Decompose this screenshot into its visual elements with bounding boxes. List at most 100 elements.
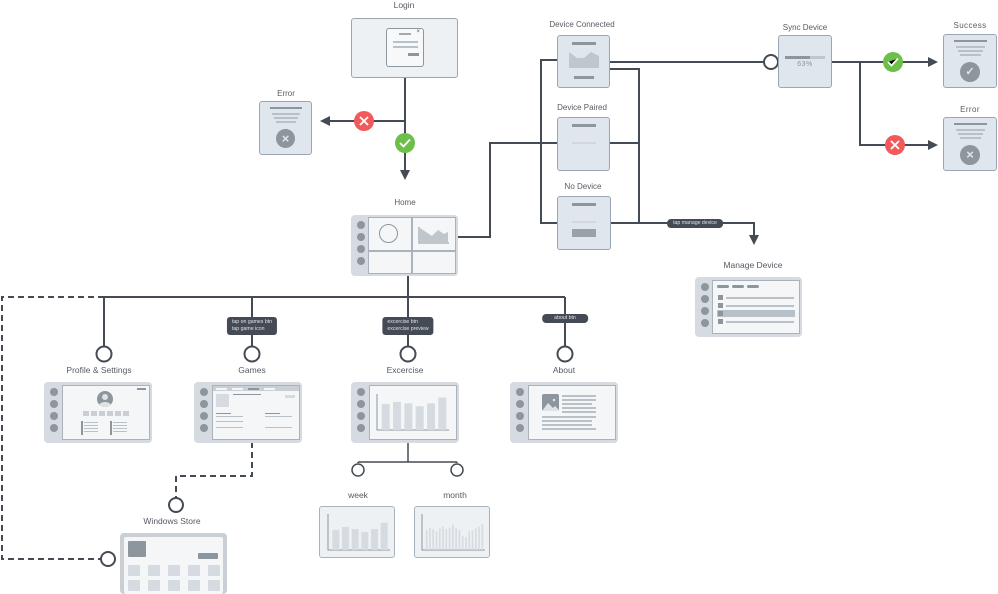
store-app-tile[interactable] (188, 565, 200, 576)
month-bar (471, 530, 474, 550)
month-axis (421, 514, 485, 551)
home-screen[interactable] (351, 215, 458, 276)
month-endpoint (450, 463, 464, 477)
x-icon (885, 135, 905, 155)
trigger-about: about btn (542, 314, 588, 323)
device-image-icon (569, 52, 599, 68)
week-bar (351, 529, 359, 550)
exercise-bar (393, 401, 401, 430)
no-device-screen[interactable] (557, 196, 611, 250)
month-bar (445, 529, 448, 550)
week-bar (361, 532, 369, 550)
no-device-label: No Device (564, 182, 602, 191)
device-connected-label: Device Connected (549, 20, 615, 29)
close-icon: × (416, 29, 420, 35)
about-screen[interactable] (510, 382, 618, 443)
check-icon (883, 52, 903, 72)
month-bar-chart (421, 514, 485, 551)
error-x-icon: × (276, 129, 295, 148)
profile-settings-screen[interactable] (44, 382, 152, 443)
connector-games-store (175, 442, 253, 498)
store-left-endpoint (100, 551, 116, 567)
store-app-tile[interactable] (168, 580, 180, 591)
manage-device-screen[interactable] (695, 277, 802, 337)
success-check-icon: ✓ (960, 62, 980, 82)
connector-exercise-sub (357, 442, 458, 463)
games-endpoint (243, 345, 261, 363)
week-label: week (348, 490, 368, 500)
month-bar (435, 531, 438, 550)
exercise-label: Excercise (386, 365, 424, 375)
exercise-screen[interactable] (351, 382, 459, 443)
windows-store-screen[interactable] (120, 533, 227, 594)
connector-profile-store (1, 296, 104, 560)
home-label: Home (394, 198, 416, 207)
sync-progress-fill (785, 56, 811, 59)
trigger-games: tap on games btn tap game icon (226, 317, 278, 335)
store-app-tile[interactable] (208, 565, 220, 576)
connector-sync-error (859, 62, 938, 150)
device-connected-screen[interactable] (557, 35, 610, 88)
sync-device-screen[interactable]: 63% (778, 35, 832, 88)
exercise-bar (427, 403, 435, 430)
month-label: month (443, 490, 467, 500)
sync-device-label: Sync Device (782, 23, 828, 32)
profile-settings-label: Profile & Settings (66, 365, 132, 375)
games-screen[interactable] (194, 382, 302, 443)
sync-success-screen[interactable]: ✓ (943, 34, 997, 88)
profile-endpoint (95, 345, 113, 363)
manage-device-label: Manage Device (723, 260, 783, 270)
month-bar (468, 531, 471, 550)
month-bar (429, 527, 431, 550)
windows-store-label: Windows Store (143, 516, 201, 526)
month-bar (432, 529, 435, 550)
endpoint-circles (95, 54, 779, 567)
week-bar-chart (327, 514, 390, 551)
week-bar (371, 529, 378, 550)
exercise-bar (404, 403, 413, 430)
month-bar (438, 528, 441, 550)
exercise-endpoint (399, 345, 417, 363)
store-app-tile[interactable] (188, 580, 200, 591)
week-bar (380, 522, 388, 550)
trigger-manage-device: tap manage device (667, 219, 723, 228)
x-icon (354, 111, 374, 131)
login-error-screen[interactable]: × (259, 101, 312, 155)
month-bar (474, 528, 477, 550)
trigger-exercise: excercise btn excercise preview (382, 317, 434, 335)
image-placeholder-icon (542, 394, 559, 411)
games-label: Games (238, 365, 266, 375)
exercise-bar (415, 406, 424, 430)
device-paired-screen[interactable] (557, 117, 610, 171)
sync-error-screen[interactable]: × (943, 117, 997, 171)
week-screen[interactable] (319, 506, 395, 558)
month-bar (461, 536, 464, 550)
sync-success-label: Success (953, 21, 987, 30)
store-app-tile[interactable] (148, 565, 160, 576)
store-app-tile[interactable] (208, 580, 220, 591)
about-label: About (552, 365, 576, 375)
week-bar (332, 529, 340, 550)
store-top-endpoint (168, 497, 184, 513)
month-bar (458, 530, 461, 550)
store-app-tile[interactable] (168, 565, 180, 576)
week-endpoint (351, 463, 365, 477)
device-paired-label: Device Paired (557, 103, 607, 112)
sync-endpoint (763, 54, 779, 70)
month-bar (478, 526, 480, 550)
exercise-bar-chart (376, 394, 449, 431)
store-app-tile[interactable] (148, 580, 160, 591)
login-screen[interactable]: × (351, 18, 458, 78)
month-screen[interactable] (414, 506, 490, 558)
connector-home-devices (457, 142, 557, 238)
month-bar (452, 524, 454, 550)
store-app-tile[interactable] (128, 565, 140, 576)
week-axis (327, 514, 390, 551)
login-dialog: × (386, 28, 424, 67)
avatar-icon (97, 391, 113, 407)
month-bar (465, 537, 467, 550)
month-bar (448, 527, 451, 550)
store-app-tile[interactable] (128, 580, 140, 591)
login-label: Login (393, 0, 415, 10)
